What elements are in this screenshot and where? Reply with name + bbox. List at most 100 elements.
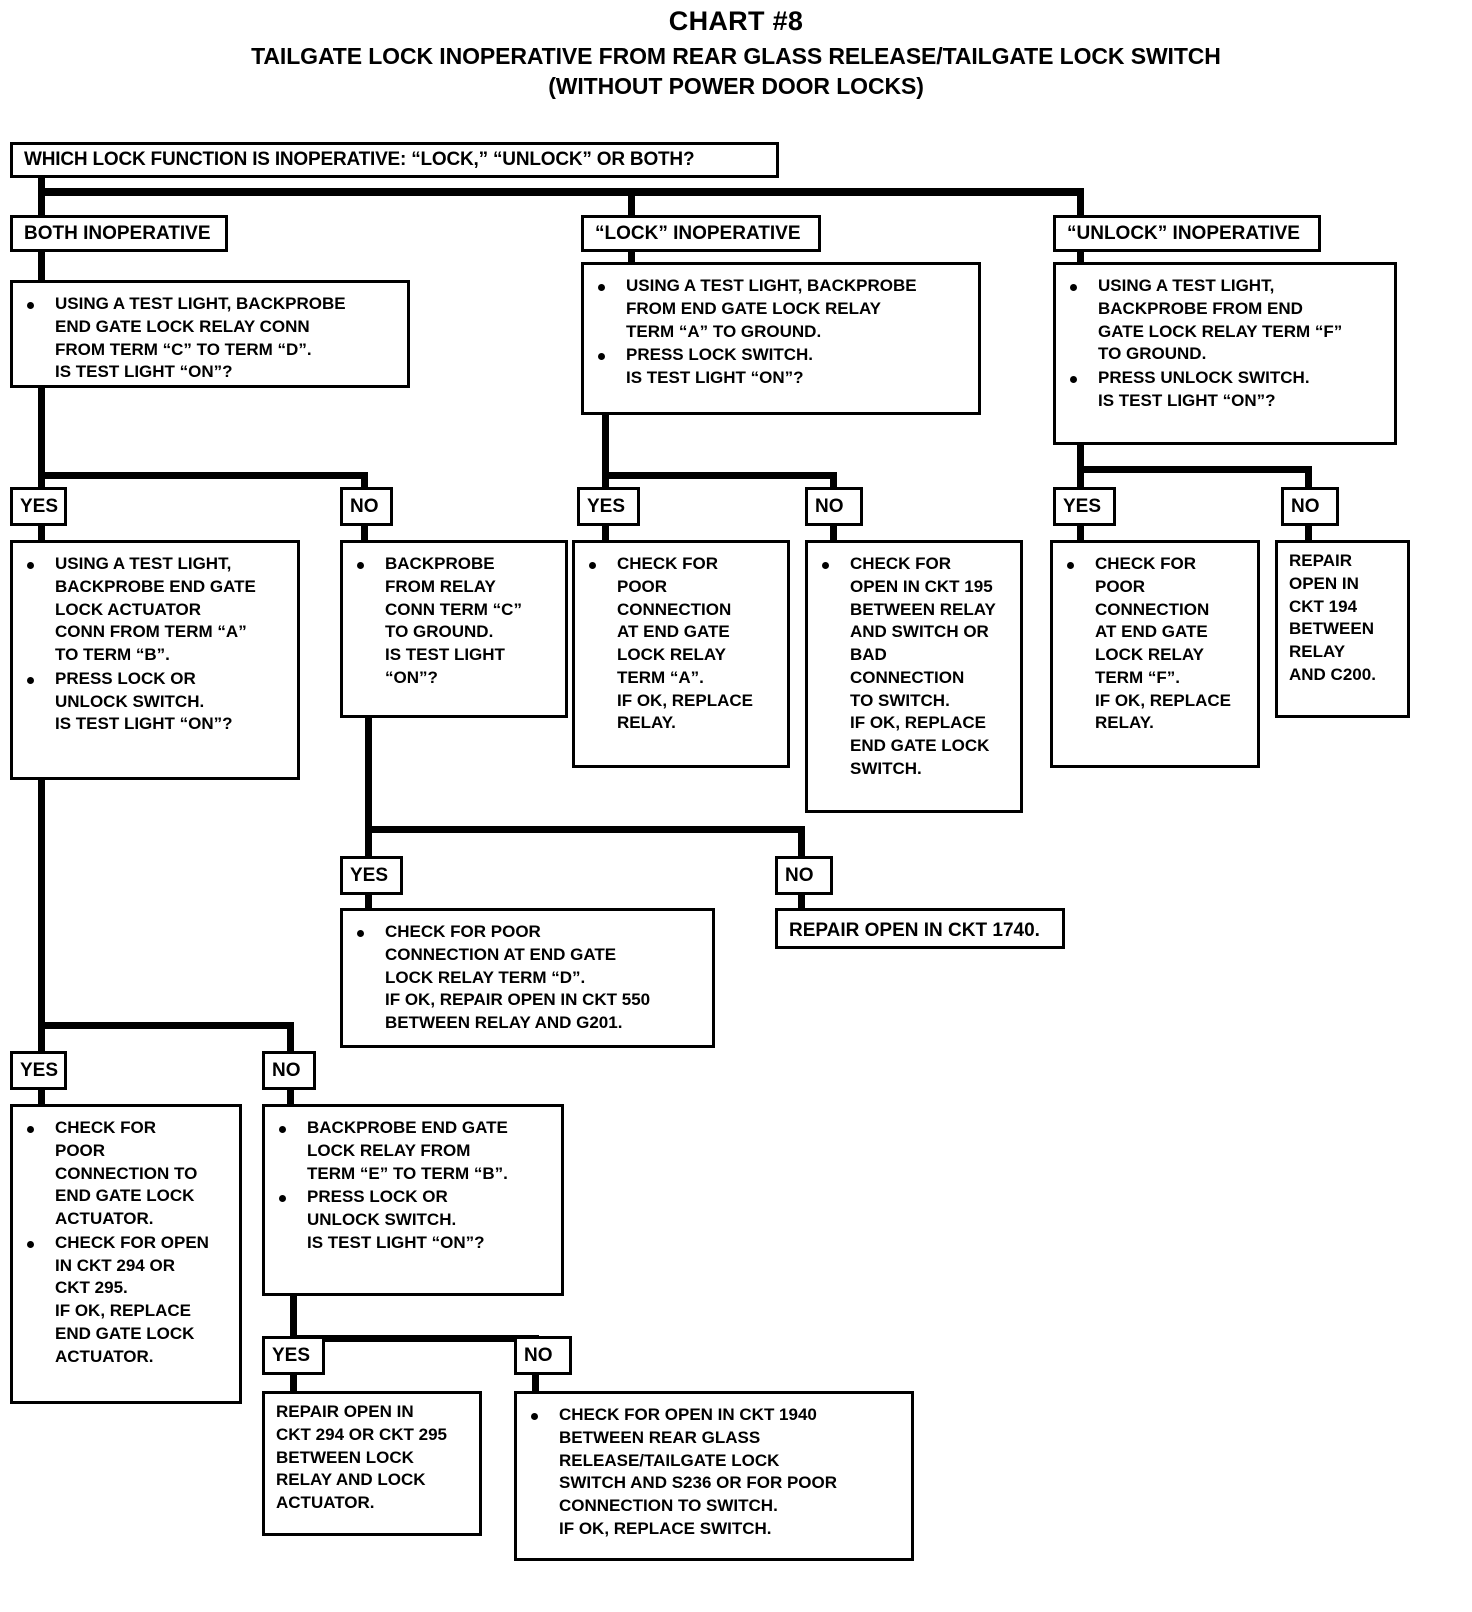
chart-subtitle-1: TAILGATE LOCK INOPERATIVE FROM REAR GLAS… (251, 42, 1221, 69)
connector-lock-yes-to-box (602, 524, 609, 542)
bullet: PRESS LOCK OR UNLOCK SWITCH. IS TEST LIG… (21, 668, 291, 736)
label-text: YES (20, 1059, 59, 1081)
node-branch-lock-text: “LOCK” INOPERATIVE (595, 222, 801, 244)
label-relaye-yes[interactable]: YES (262, 1336, 325, 1375)
node-termc-yes-result[interactable]: CHECK FOR POOR CONNECTION AT END GATE LO… (340, 908, 715, 1048)
label-lock-yes[interactable]: YES (577, 487, 640, 526)
bullet: CHECK FOR OPEN IN CKT 294 OR CKT 295. IF… (21, 1232, 233, 1369)
connector-lock-test-bus (602, 472, 837, 479)
bullet: PRESS UNLOCK SWITCH. IS TEST LIGHT “ON”? (1064, 367, 1388, 413)
connector-termc-down (365, 718, 372, 833)
label-actuator-yes[interactable]: YES (10, 1051, 67, 1090)
node-lock-no-result[interactable]: CHECK FOR OPEN IN CKT 195 BETWEEN RELAY … (805, 540, 1023, 813)
label-text: YES (20, 495, 59, 517)
label-text: YES (350, 864, 389, 886)
node-actuator-yes-result[interactable]: CHECK FOR POOR CONNECTION TO END GATE LO… (10, 1104, 242, 1404)
connector-actuator-bus (38, 1022, 294, 1029)
connector-to-unlock (1077, 188, 1084, 215)
node-branch-both[interactable]: BOTH INOPERATIVE (10, 215, 228, 252)
connector-relaye-yes-to-box (290, 1374, 297, 1392)
label-relaye-no[interactable]: NO (514, 1336, 572, 1375)
connector-unlock-header-down (1077, 249, 1084, 274)
node-text: REPAIR OPEN IN CKT 194 BETWEEN RELAY AND… (1289, 551, 1376, 684)
connector-lock-yes-down (602, 472, 609, 489)
node-unlock-test[interactable]: USING A TEST LIGHT, BACKPROBE FROM END G… (1053, 262, 1397, 445)
connector-actuator-down (38, 780, 45, 1028)
connector-actuator-no-stub (287, 1022, 294, 1051)
node-unlock-no-result[interactable]: REPAIR OPEN IN CKT 194 BETWEEN RELAY AND… (1275, 540, 1410, 718)
connector-both-header-down (38, 249, 45, 282)
label-termc-yes[interactable]: YES (340, 856, 403, 895)
bullet: CHECK FOR POOR CONNECTION AT END GATE LO… (583, 553, 781, 735)
bullet: CHECK FOR POOR CONNECTION AT END GATE LO… (1061, 553, 1251, 735)
label-text: NO (272, 1059, 301, 1081)
connector-lock-no-stub (830, 472, 837, 489)
node-actuator-no-relaye-test[interactable]: BACKPROBE END GATE LOCK RELAY FROM TERM … (262, 1104, 564, 1296)
connector-both-yes-to-box (38, 524, 45, 542)
connector-to-both (38, 188, 45, 215)
node-lock-yes-result[interactable]: CHECK FOR POOR CONNECTION AT END GATE LO… (572, 540, 790, 768)
node-both-test[interactable]: USING A TEST LIGHT, BACKPROBE END GATE L… (10, 280, 410, 388)
label-text: NO (815, 495, 844, 517)
label-text: YES (1063, 495, 1102, 517)
label-text: NO (350, 495, 379, 517)
connector-unlock-yes-to-box (1077, 524, 1084, 542)
bullet: CHECK FOR POOR CONNECTION TO END GATE LO… (21, 1117, 233, 1231)
node-lock-test[interactable]: USING A TEST LIGHT, BACKPROBE FROM END G… (581, 262, 981, 415)
connector-unlock-no-stub (1305, 466, 1312, 489)
connector-relaye-no-to-box (532, 1374, 539, 1392)
bullet: CHECK FOR OPEN IN CKT 195 BETWEEN RELAY … (816, 553, 1014, 781)
label-lock-no[interactable]: NO (805, 487, 863, 526)
label-termc-no[interactable]: NO (775, 856, 833, 895)
chart-subtitle-2: (WITHOUT POWER DOOR LOCKS) (548, 73, 924, 100)
bullet: PRESS LOCK OR UNLOCK SWITCH. IS TEST LIG… (273, 1186, 555, 1254)
connector-actuator-yes-to-box (38, 1088, 45, 1106)
connector-relaye-bus (290, 1335, 539, 1342)
bullet: BACKPROBE END GATE LOCK RELAY FROM TERM … (273, 1117, 555, 1185)
node-root-question-text: WHICH LOCK FUNCTION IS INOPERATIVE: “LOC… (24, 149, 695, 170)
label-both-yes[interactable]: YES (10, 487, 67, 526)
connector-root-bus (38, 188, 1084, 196)
node-both-yes-actuator-test[interactable]: USING A TEST LIGHT, BACKPROBE END GATE L… (10, 540, 300, 780)
connector-both-no-to-box (361, 524, 368, 542)
connector-both-yes-down (38, 472, 45, 489)
bullet: CHECK FOR POOR CONNECTION AT END GATE LO… (351, 921, 706, 1035)
connector-termc-bus (365, 826, 805, 833)
bullet: PRESS LOCK SWITCH. IS TEST LIGHT “ON”? (592, 344, 972, 390)
label-actuator-no[interactable]: NO (262, 1051, 316, 1090)
connector-actuator-yes-down (38, 1022, 45, 1051)
node-relaye-no-result[interactable]: CHECK FOR OPEN IN CKT 1940 BETWEEN REAR … (514, 1391, 914, 1561)
node-branch-unlock[interactable]: “UNLOCK” INOPERATIVE (1053, 215, 1321, 252)
node-termc-no-result[interactable]: REPAIR OPEN IN CKT 1740. (775, 908, 1065, 949)
connector-termc-yes-down (365, 826, 372, 856)
connector-both-yes-stub (361, 472, 368, 489)
bullet: BACKPROBE FROM RELAY CONN TERM “C” TO GR… (351, 553, 559, 690)
node-branch-lock[interactable]: “LOCK” INOPERATIVE (581, 215, 821, 252)
label-unlock-yes[interactable]: YES (1053, 487, 1116, 526)
connector-actuator-no-to-box (287, 1088, 294, 1106)
connector-unlock-no-to-box (1305, 524, 1312, 542)
label-unlock-no[interactable]: NO (1281, 487, 1339, 526)
node-both-no-termc-test[interactable]: BACKPROBE FROM RELAY CONN TERM “C” TO GR… (340, 540, 568, 718)
node-text: REPAIR OPEN IN CKT 294 OR CKT 295 BETWEE… (276, 1402, 447, 1513)
bullet: USING A TEST LIGHT, BACKPROBE FROM END G… (592, 275, 972, 343)
label-text: NO (1291, 495, 1320, 517)
connector-both-test-bus (38, 472, 368, 479)
label-text: YES (587, 495, 626, 517)
node-relaye-yes-result[interactable]: REPAIR OPEN IN CKT 294 OR CKT 295 BETWEE… (262, 1391, 482, 1536)
label-both-no[interactable]: NO (340, 487, 393, 526)
node-unlock-yes-result[interactable]: CHECK FOR POOR CONNECTION AT END GATE LO… (1050, 540, 1260, 768)
connector-lock-header-down (628, 249, 635, 274)
bullet: USING A TEST LIGHT, BACKPROBE END GATE L… (21, 553, 291, 667)
node-text: REPAIR OPEN IN CKT 1740. (789, 920, 1040, 941)
connector-unlock-yes-down (1077, 466, 1084, 489)
node-root-question[interactable]: WHICH LOCK FUNCTION IS INOPERATIVE: “LOC… (10, 142, 779, 178)
chart-title: CHART #8 (668, 6, 804, 36)
bullet: CHECK FOR OPEN IN CKT 1940 BETWEEN REAR … (525, 1404, 905, 1541)
connector-termc-no-stub (798, 826, 805, 856)
connector-termc-yes-to-box (365, 891, 372, 909)
chart-title-block: CHART #8 TAILGATE LOCK INOPERATIVE FROM … (0, 4, 1472, 102)
connector-relaye-down (290, 1296, 297, 1342)
connector-lock-test-down (602, 413, 609, 472)
